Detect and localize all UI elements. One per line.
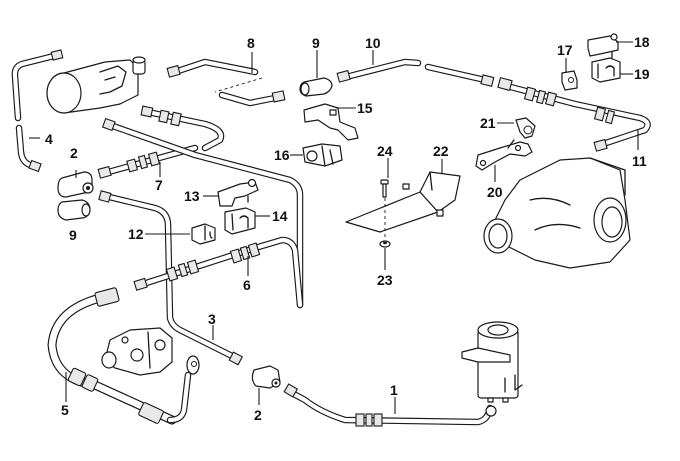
hose-line-6[interactable] [133, 236, 304, 309]
pipe-line-4[interactable] [11, 49, 64, 173]
callout-20[interactable]: 20 [487, 184, 503, 200]
callout-6[interactable]: 6 [243, 277, 251, 293]
callout-9-lower[interactable]: 9 [69, 227, 77, 243]
nut-23[interactable] [379, 240, 391, 248]
support-plate-22[interactable] [345, 171, 461, 233]
sleeve-upper[interactable] [299, 77, 333, 97]
callout-10[interactable]: 10 [365, 35, 381, 51]
bracket-13[interactable] [217, 178, 259, 207]
pipe-connector-lower[interactable] [251, 365, 281, 389]
clip-17[interactable] [561, 70, 578, 91]
callout-23[interactable]: 23 [377, 272, 393, 288]
bracket-15[interactable] [303, 103, 359, 141]
callout-18[interactable]: 18 [634, 34, 650, 50]
callout-4[interactable]: 4 [45, 131, 53, 147]
bracket-20[interactable] [475, 139, 533, 171]
fluid-reservoir [461, 321, 523, 403]
callout-17[interactable]: 17 [557, 42, 573, 58]
callout-12[interactable]: 12 [128, 226, 144, 242]
power-steering-pump [101, 327, 173, 376]
master-cylinder-unit [46, 56, 146, 114]
clip-12[interactable] [191, 223, 216, 245]
callout-22[interactable]: 22 [433, 143, 449, 159]
callout-2-upper[interactable]: 2 [70, 145, 78, 161]
pipe-line-10[interactable] [336, 58, 495, 87]
callout-8[interactable]: 8 [247, 35, 255, 51]
pressure-hose-5[interactable] [47, 287, 200, 425]
pipe-line-long-center[interactable] [101, 117, 304, 309]
callout-1[interactable]: 1 [390, 382, 398, 398]
callout-5[interactable]: 5 [61, 402, 69, 418]
clamp-21[interactable] [515, 117, 536, 139]
callout-labels: 1 2 2 3 4 5 6 7 8 9 9 10 11 12 13 14 15 … [45, 34, 650, 423]
callout-9-upper[interactable]: 9 [312, 35, 320, 51]
callout-14[interactable]: 14 [272, 208, 288, 224]
hose-line-11[interactable] [497, 76, 651, 152]
callout-16[interactable]: 16 [274, 147, 290, 163]
return-line-1[interactable] [283, 383, 497, 427]
callout-2-lower[interactable]: 2 [254, 407, 262, 423]
callout-15[interactable]: 15 [357, 100, 373, 116]
callout-3[interactable]: 3 [208, 311, 216, 327]
callout-24[interactable]: 24 [377, 143, 393, 159]
callout-19[interactable]: 19 [634, 66, 650, 82]
holder-19[interactable] [591, 57, 621, 83]
callout-leaders [29, 41, 639, 414]
bracket-18[interactable] [587, 33, 619, 59]
holder-14[interactable] [224, 207, 256, 235]
callout-7[interactable]: 7 [155, 177, 163, 193]
callout-21[interactable]: 21 [480, 115, 496, 131]
callout-11[interactable]: 11 [632, 153, 647, 169]
screw-24[interactable] [380, 179, 389, 240]
sleeve-lower[interactable] [57, 199, 91, 221]
holder-16[interactable] [302, 143, 343, 167]
pipe-line-8[interactable] [166, 58, 286, 107]
rear-differential [483, 157, 631, 269]
pipe-connector-upper[interactable] [57, 171, 94, 198]
callout-13[interactable]: 13 [184, 188, 200, 204]
